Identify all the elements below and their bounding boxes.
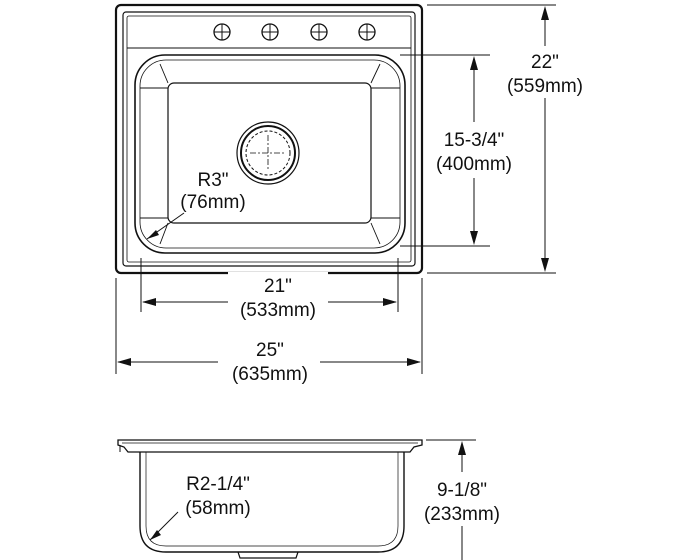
overall-width-metric: (635mm) bbox=[232, 364, 308, 385]
side-drain bbox=[237, 551, 299, 559]
sink-top-view bbox=[114, 3, 424, 275]
corner-radius-arrow bbox=[147, 230, 159, 239]
bowl-inner-outline bbox=[139, 59, 401, 249]
bottom-radius-imperial: R2-1/4" bbox=[186, 474, 250, 495]
overall-depth-metric: (559mm) bbox=[507, 76, 583, 97]
side-depth-imperial: 9-1/8" bbox=[437, 480, 487, 501]
faucet-hole bbox=[358, 23, 376, 41]
sink-rim-edge bbox=[126, 15, 412, 263]
overall-width-imperial: 25" bbox=[256, 340, 284, 361]
side-depth-metric: (233mm) bbox=[424, 504, 500, 525]
corner-radius-imperial: R3" bbox=[197, 170, 228, 191]
faucet-hole-group bbox=[213, 23, 376, 41]
side-bowl-inner bbox=[145, 452, 399, 547]
bowl-width-imperial: 21" bbox=[264, 276, 292, 297]
bowl-depth-metric: (400mm) bbox=[436, 154, 512, 175]
bowl-depth-imperial: 15-3/4" bbox=[444, 130, 505, 151]
faucet-hole bbox=[261, 23, 279, 41]
overall-depth-imperial: 22" bbox=[531, 52, 559, 73]
bottom-radius-metric: (58mm) bbox=[185, 498, 250, 519]
faucet-hole bbox=[213, 23, 231, 41]
corner-radius-metric: (76mm) bbox=[180, 192, 245, 213]
drain bbox=[236, 121, 300, 185]
sink-side-view bbox=[117, 439, 423, 559]
bowl-bottom bbox=[167, 82, 372, 224]
sink-outer-rim bbox=[114, 3, 424, 275]
bowl-width-metric: (533mm) bbox=[240, 300, 316, 321]
faucet-hole bbox=[310, 23, 328, 41]
sink-inner-rim bbox=[122, 11, 416, 267]
bottom-radius-arrow bbox=[150, 530, 161, 540]
bowl-outline bbox=[134, 54, 406, 254]
bowl-corner-lines bbox=[140, 63, 400, 245]
side-rim-flange bbox=[117, 439, 423, 453]
side-bowl-outline bbox=[139, 452, 405, 553]
